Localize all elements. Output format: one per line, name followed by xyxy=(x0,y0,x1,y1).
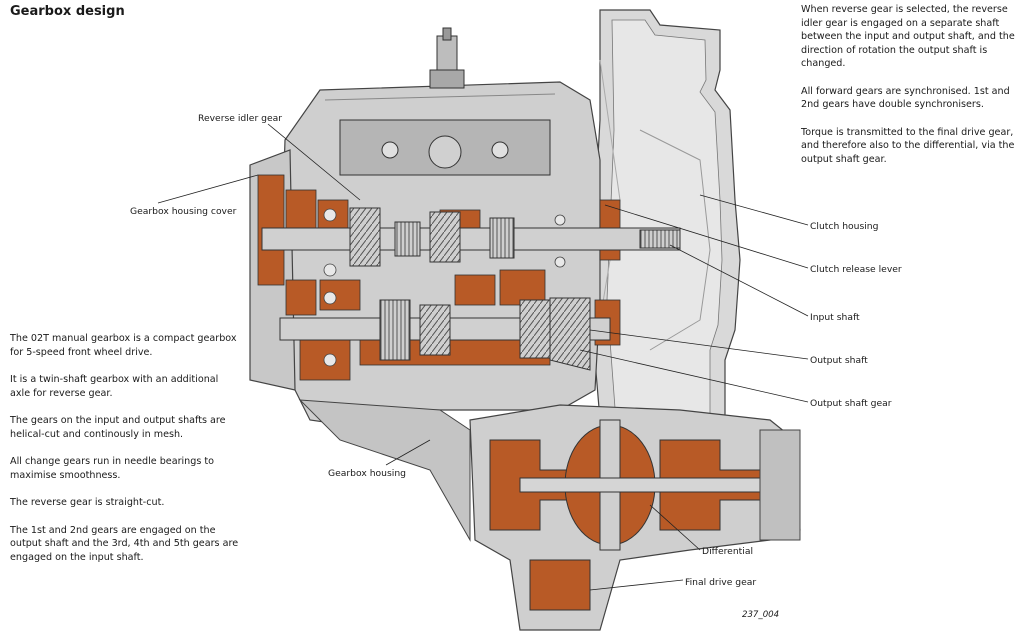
page-title: Gearbox design xyxy=(10,4,125,19)
bearing-balls xyxy=(323,208,566,367)
output-shaft-shape xyxy=(279,297,611,371)
label-output-shaft: Output shaft xyxy=(810,355,868,366)
label-clutch-release-lever: Clutch release lever xyxy=(810,264,902,275)
body-paragraph: The 02T manual gearbox is a compact gear… xyxy=(10,333,237,358)
intro-text-block: When reverse gear is selected, the rever… xyxy=(801,3,1023,180)
label-clutch-housing: Clutch housing xyxy=(810,221,879,232)
body-paragraph: The gears on the input and output shafts… xyxy=(10,415,226,440)
label-final-drive-gear: Final drive gear xyxy=(685,577,757,588)
body-paragraph: The reverse gear is straight-cut. xyxy=(10,497,165,508)
label-gearbox-housing-cover: Gearbox housing cover xyxy=(130,206,237,217)
body-paragraph: The 1st and 2nd gears are engaged on the… xyxy=(10,524,239,563)
label-output-shaft-gear: Output shaft gear xyxy=(810,398,892,409)
differential-shape xyxy=(469,404,801,631)
input-shaft-shape xyxy=(261,207,681,267)
figure-reference: 237_004 xyxy=(742,610,780,620)
intro-paragraph: Torque is transmitted to the final drive… xyxy=(801,126,1015,165)
clutch-housing-shape xyxy=(589,9,741,441)
body-paragraph: It is a twin-shaft gearbox with an addit… xyxy=(10,374,219,399)
label-differential: Differential xyxy=(702,546,753,557)
label-reverse-idler-gear: Reverse idler gear xyxy=(198,113,283,124)
intro-paragraph: When reverse gear is selected, the rever… xyxy=(801,4,1015,69)
label-input-shaft: Input shaft xyxy=(810,312,860,323)
body-text-block: The 02T manual gearbox is a compact gear… xyxy=(10,332,240,578)
leader-lines xyxy=(157,123,809,591)
body-paragraph: All change gears run in needle bearings … xyxy=(10,456,215,481)
label-gearbox-housing: Gearbox housing xyxy=(328,468,406,479)
intro-paragraph: All forward gears are synchronised. 1st … xyxy=(801,85,1010,111)
